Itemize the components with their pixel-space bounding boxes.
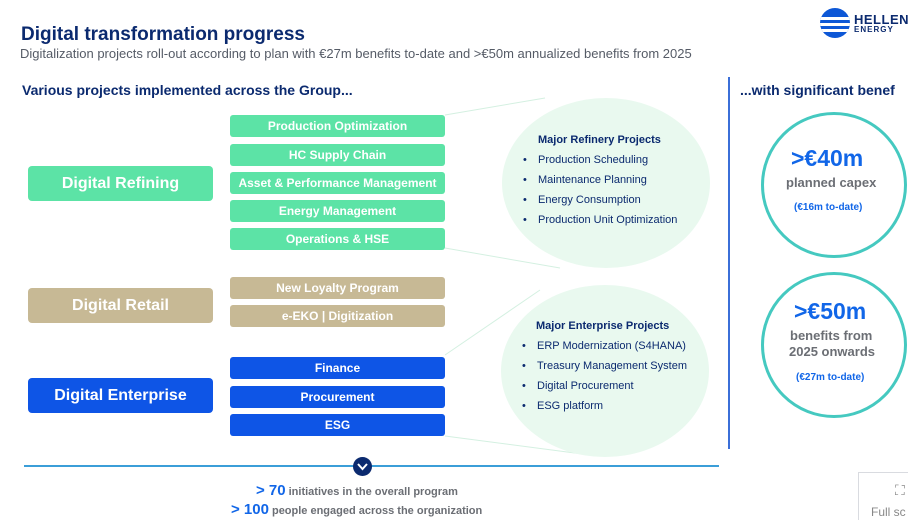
left-section-heading: Various projects implemented across the … (22, 82, 353, 98)
kpi-benefits-label-1: benefits from (790, 328, 873, 343)
right-section-heading: ...with significant benef (740, 82, 895, 98)
logo-sub: ENERGY (854, 24, 894, 34)
list-item: Maintenance Planning (523, 170, 677, 190)
project-hc-supply-chain: HC Supply Chain (230, 144, 445, 166)
list-item: ERP Modernization (S4HANA) (522, 336, 687, 356)
project-operations-hse: Operations & HSE (230, 228, 445, 250)
logo-name: HELLENi (854, 11, 908, 27)
kpi-benefits-circle (761, 272, 907, 418)
fullscreen-label: Full sc (871, 505, 906, 519)
category-digital-enterprise: Digital Enterprise (28, 378, 213, 413)
kpi-capex-circle (761, 112, 907, 258)
kpi-benefits-note: (€27m to-date) (796, 372, 865, 383)
company-logo: HELLENi ENERGY (820, 8, 908, 38)
kpi-benefits-label-2: 2025 onwards (789, 344, 875, 359)
list-item: Digital Procurement (522, 376, 687, 396)
project-new-loyalty: New Loyalty Program (230, 277, 445, 299)
list-item: Production Scheduling (523, 150, 677, 170)
refinery-projects-list: Production Scheduling Maintenance Planni… (523, 150, 677, 230)
refinery-bubble-title: Major Refinery Projects (538, 134, 661, 146)
category-digital-refining: Digital Refining (28, 166, 213, 201)
kpi-capex-value: >€40m (791, 145, 864, 171)
project-production-optimization: Production Optimization (230, 115, 445, 137)
list-item: Treasury Management System (522, 356, 687, 376)
page-title: Digital transformation progress (21, 24, 305, 45)
category-digital-retail: Digital Retail (28, 288, 213, 323)
logo-mark-icon (820, 8, 850, 38)
section-divider (728, 77, 730, 449)
project-e-eko: e-EKO | Digitization (230, 305, 445, 327)
stat-text: initiatives in the overall program (288, 486, 458, 498)
fullscreen-button[interactable]: ⛶ Full sc (858, 472, 908, 520)
kpi-benefits-value: >€50m (794, 298, 867, 324)
project-esg: ESG (230, 414, 445, 436)
project-asset-performance: Asset & Performance Management (230, 172, 445, 194)
stat-value: > 100 (231, 501, 269, 518)
list-item: Production Unit Optimization (523, 210, 677, 230)
list-item: ESG platform (522, 396, 687, 416)
stat-text: people engaged across the organization (271, 505, 483, 517)
chevron-down-icon[interactable] (353, 457, 372, 476)
enterprise-projects-list: ERP Modernization (S4HANA) Treasury Mana… (522, 336, 687, 416)
project-finance: Finance (230, 357, 445, 379)
list-item: Energy Consumption (523, 190, 677, 210)
project-procurement: Procurement (230, 386, 445, 408)
enterprise-bubble-title: Major Enterprise Projects (536, 320, 670, 332)
kpi-capex-label: planned capex (786, 175, 877, 190)
stat-value: > 70 (256, 482, 286, 499)
project-energy-management: Energy Management (230, 200, 445, 222)
fullscreen-icon: ⛶ (895, 482, 905, 498)
kpi-capex-note: (€16m to-date) (794, 202, 863, 213)
page-subtitle: Digitalization projects roll-out accordi… (20, 46, 692, 61)
